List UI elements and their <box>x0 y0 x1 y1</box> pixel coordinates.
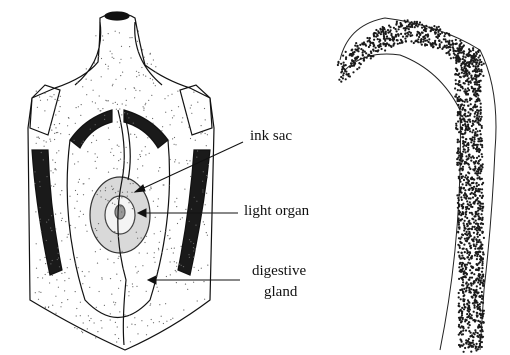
tissue-inner-edge <box>345 54 460 350</box>
siphon-opening <box>105 12 129 20</box>
right-dark-arc <box>124 110 168 148</box>
light-organ-core <box>115 205 125 219</box>
left-dark-band <box>32 150 62 275</box>
ink-sac-leader <box>135 142 243 192</box>
right-flap <box>180 85 212 135</box>
light-organ-label: light organ <box>244 203 309 220</box>
funnel <box>75 22 162 85</box>
digestive-gland-label-line1: digestive <box>252 263 306 280</box>
digestive-gland-label-line2: gland <box>264 284 297 301</box>
ink-sac-label: ink sac <box>250 128 292 145</box>
digestive-gland-arrowhead <box>148 276 156 284</box>
squid-body-drawing <box>28 12 214 350</box>
left-dark-arc <box>70 110 112 148</box>
tissue-stipple <box>337 19 485 353</box>
